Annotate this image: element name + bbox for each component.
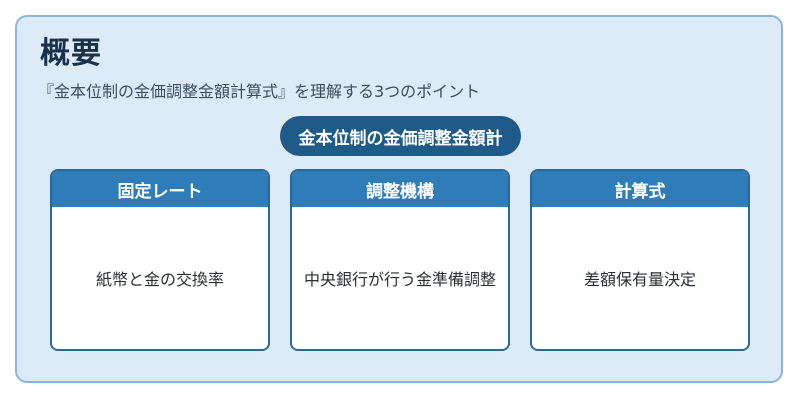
point-card-body: 紙幣と金の交換率 (95, 270, 224, 289)
point-card-body: 差額保有量決定 (583, 270, 696, 289)
point-card-formula: 計算式 差額保有量決定 (530, 169, 750, 351)
point-card-title: 計算式 (532, 171, 748, 207)
page-title: 概要 (40, 36, 102, 71)
central-topic-pill: 金本位制の金価調整金額計 (280, 116, 521, 156)
point-card-fixed-rate: 固定レート 紙幣と金の交換率 (50, 169, 270, 351)
page-subtitle: 『金本位制の金価調整金額計算式』を理解する3つのポイント (38, 82, 481, 101)
point-card-adjustment: 調整機構 中央銀行が行う金準備調整 (290, 169, 510, 351)
point-card-body: 中央銀行が行う金準備調整 (303, 270, 496, 289)
point-card-title: 調整機構 (292, 171, 508, 207)
point-card-title: 固定レート (52, 171, 268, 207)
